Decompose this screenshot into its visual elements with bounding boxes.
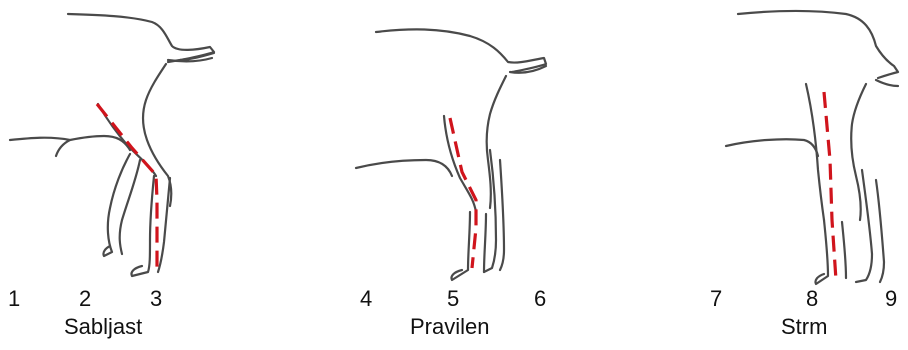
leg-axis-line [97,104,157,270]
thigh-front [806,84,824,220]
label-number-4: 4 [360,288,372,310]
far-leg [103,154,140,256]
label-number-2: 2 [79,288,91,310]
label-number-6: 6 [534,288,546,310]
label-number-7: 7 [710,288,722,310]
leg-axis-line [450,118,476,268]
label-number-8: 8 [806,288,818,310]
far-leg [484,150,504,272]
back-line [68,14,214,62]
panel-strm-drawing [726,11,898,284]
label-number-3: 3 [150,288,162,310]
caption-pravilen: Pravilen [410,316,489,338]
panel-pravilen-drawing [356,29,546,280]
belly-line [356,160,452,176]
near-leg [131,176,170,276]
back-line [738,11,898,78]
near-leg [451,212,486,280]
far-leg [856,170,884,282]
thigh-front [444,116,476,212]
label-number-1: 1 [8,288,20,310]
caption-strm: Strm [781,316,827,338]
rump-contour [487,76,506,208]
near-leg [815,220,846,284]
caption-sabljast: Sabljast [64,316,142,338]
back-line [376,29,546,72]
belly-line [10,136,130,156]
belly-line [726,139,818,156]
label-number-9: 9 [885,288,897,310]
tail [876,80,898,86]
panel-sabljast-drawing [10,14,214,276]
label-number-5: 5 [447,288,459,310]
rump-contour [851,84,866,220]
